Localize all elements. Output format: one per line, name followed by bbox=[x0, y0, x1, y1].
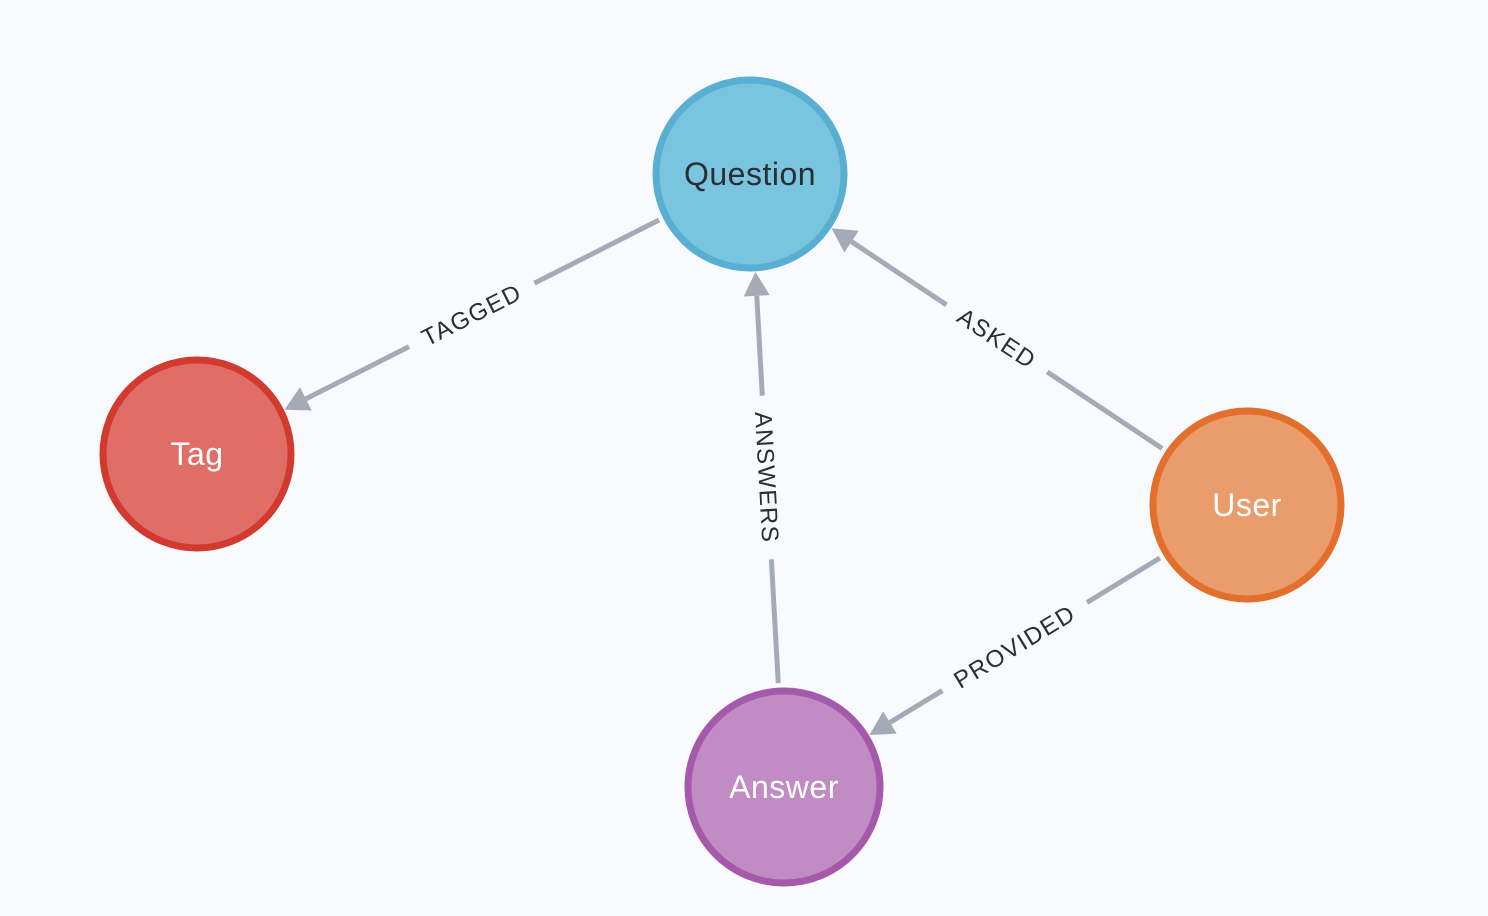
edge-arrowhead-icon bbox=[284, 387, 312, 411]
edge-asked[interactable]: ASKED bbox=[831, 228, 1164, 451]
relationship-label[interactable]: TAGGED bbox=[411, 273, 532, 358]
node-answer[interactable]: Answer bbox=[684, 687, 884, 887]
edge-line bbox=[533, 217, 661, 286]
relationship-label[interactable]: ASKED bbox=[946, 297, 1047, 381]
edge-tagged[interactable]: TAGGED bbox=[284, 217, 661, 411]
edge-arrowhead-icon bbox=[831, 228, 859, 253]
edge-arrowhead-icon bbox=[869, 711, 897, 735]
edge-line bbox=[768, 559, 781, 684]
node-user[interactable]: User bbox=[1149, 407, 1345, 603]
node-tag[interactable]: Tag bbox=[99, 356, 295, 552]
edge-answers[interactable]: ANSWERS bbox=[743, 271, 789, 684]
edge-line bbox=[304, 344, 411, 402]
node-circle bbox=[1149, 407, 1345, 603]
edge-provided[interactable]: PROVIDED bbox=[869, 555, 1162, 735]
node-circle bbox=[684, 687, 884, 887]
edge-line bbox=[850, 239, 948, 307]
edge-arrowhead-icon bbox=[743, 271, 770, 297]
edge-line bbox=[1085, 555, 1162, 605]
relationship-label[interactable]: PROVIDED bbox=[943, 594, 1086, 701]
relationship-label[interactable]: ANSWERS bbox=[743, 405, 789, 550]
node-circle bbox=[652, 76, 848, 272]
edge-line bbox=[888, 688, 944, 725]
edge-line bbox=[1045, 369, 1164, 451]
edge-line bbox=[754, 295, 765, 396]
node-circle bbox=[99, 356, 295, 552]
node-question[interactable]: Question bbox=[652, 76, 848, 272]
